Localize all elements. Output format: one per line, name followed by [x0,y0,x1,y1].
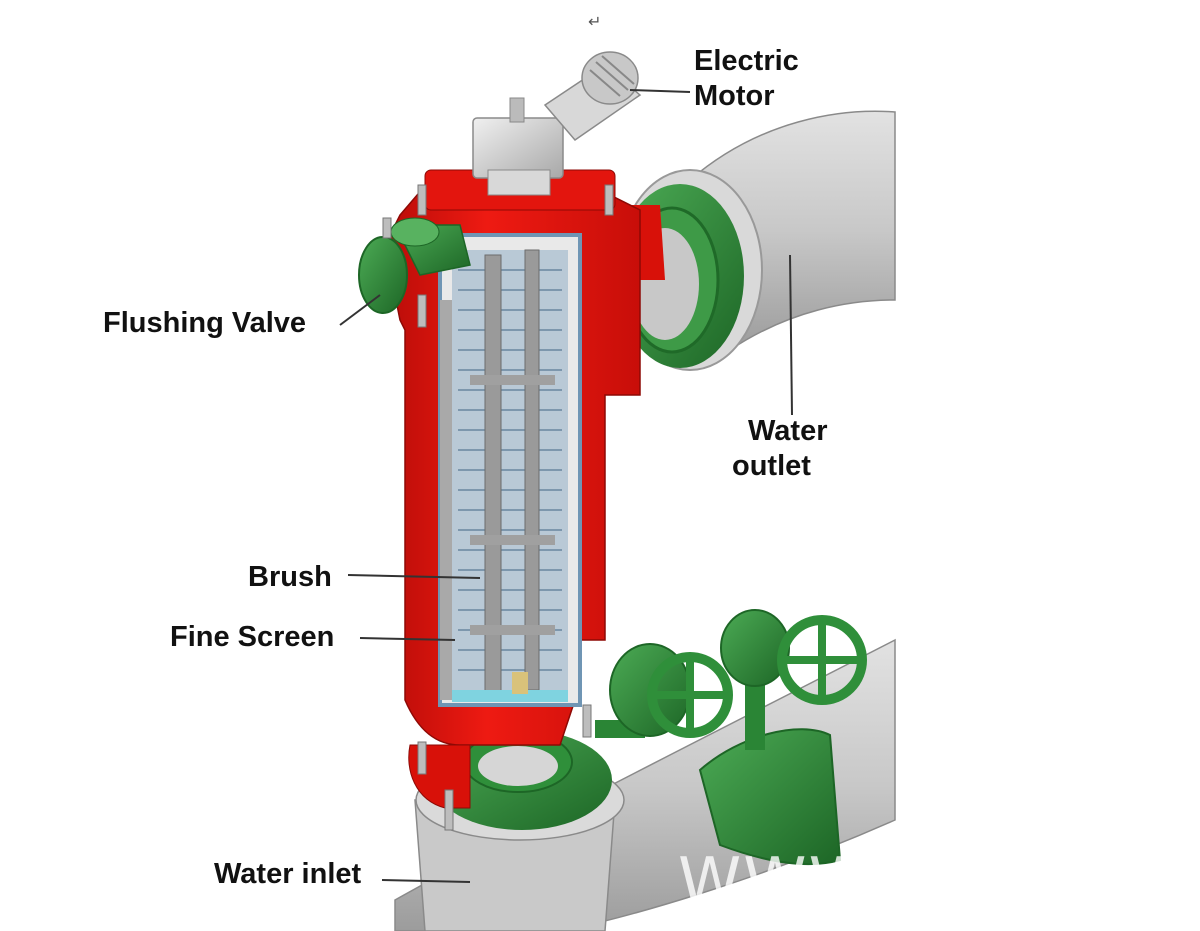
leader-fine-screen [359,637,456,641]
label-electric-motor: Electric Motor [694,44,799,114]
inlet-pipe [394,638,896,931]
label-electric-motor-line2: Motor [694,79,775,112]
label-water-inlet: Water inlet [214,858,362,890]
label-fine-screen: Fine Screen [170,621,335,653]
leader-flushing-valve [339,294,381,326]
watermark: WWW. [678,845,889,919]
label-electric-motor-line1: Electric [694,45,799,77]
fine-screen-slots [458,269,562,671]
label-flushing-valve: Flushing Valve [103,307,307,339]
leader-brush [347,574,481,579]
flushing-valve [358,217,471,314]
brush-rods [484,249,540,696]
electric-motor [472,51,642,196]
brush-rungs [470,375,555,635]
leader-electric-motor [629,89,691,93]
flange-bolts [382,184,614,831]
leader-lines [339,89,793,883]
outlet-pipe [600,110,896,371]
label-water-outlet-line1: Water [748,415,828,447]
label-water-outlet: Water outlet [732,414,828,484]
label-brush: Brush [248,561,332,593]
return-mark: ↵ [588,12,602,31]
leader-water-outlet [789,254,793,416]
gate-valves [595,609,867,865]
screen-assembly [438,233,582,707]
leader-water-inlet [381,879,471,883]
label-water-outlet-line2: outlet [732,449,811,482]
